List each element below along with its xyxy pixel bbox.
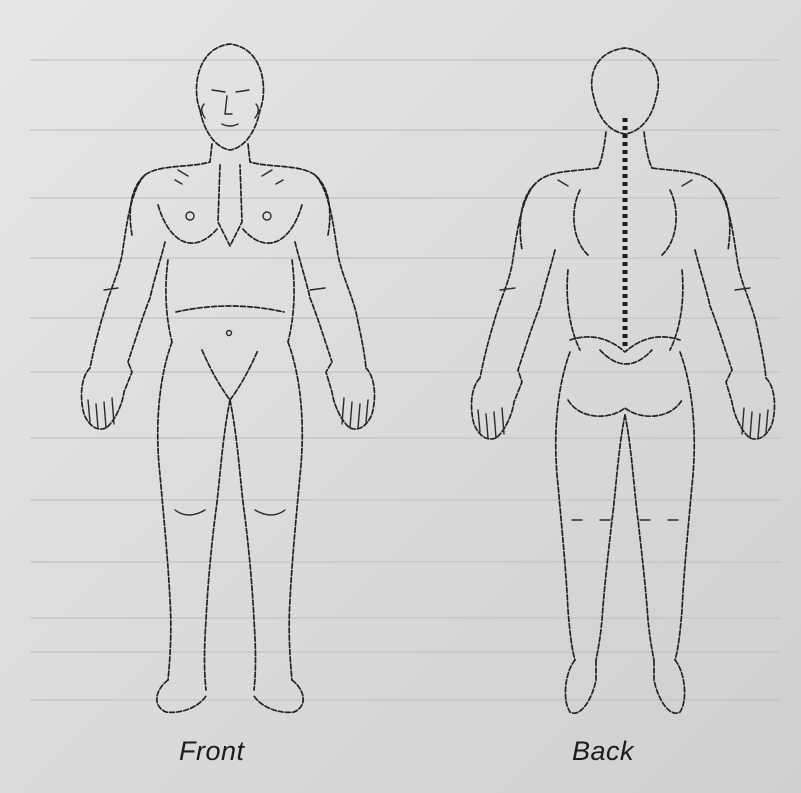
back-right-arm xyxy=(695,184,774,439)
back-left-arm xyxy=(472,184,555,439)
back-legs-buttocks xyxy=(556,352,695,713)
front-label: Front xyxy=(179,736,245,767)
back-label: Back xyxy=(572,736,634,767)
